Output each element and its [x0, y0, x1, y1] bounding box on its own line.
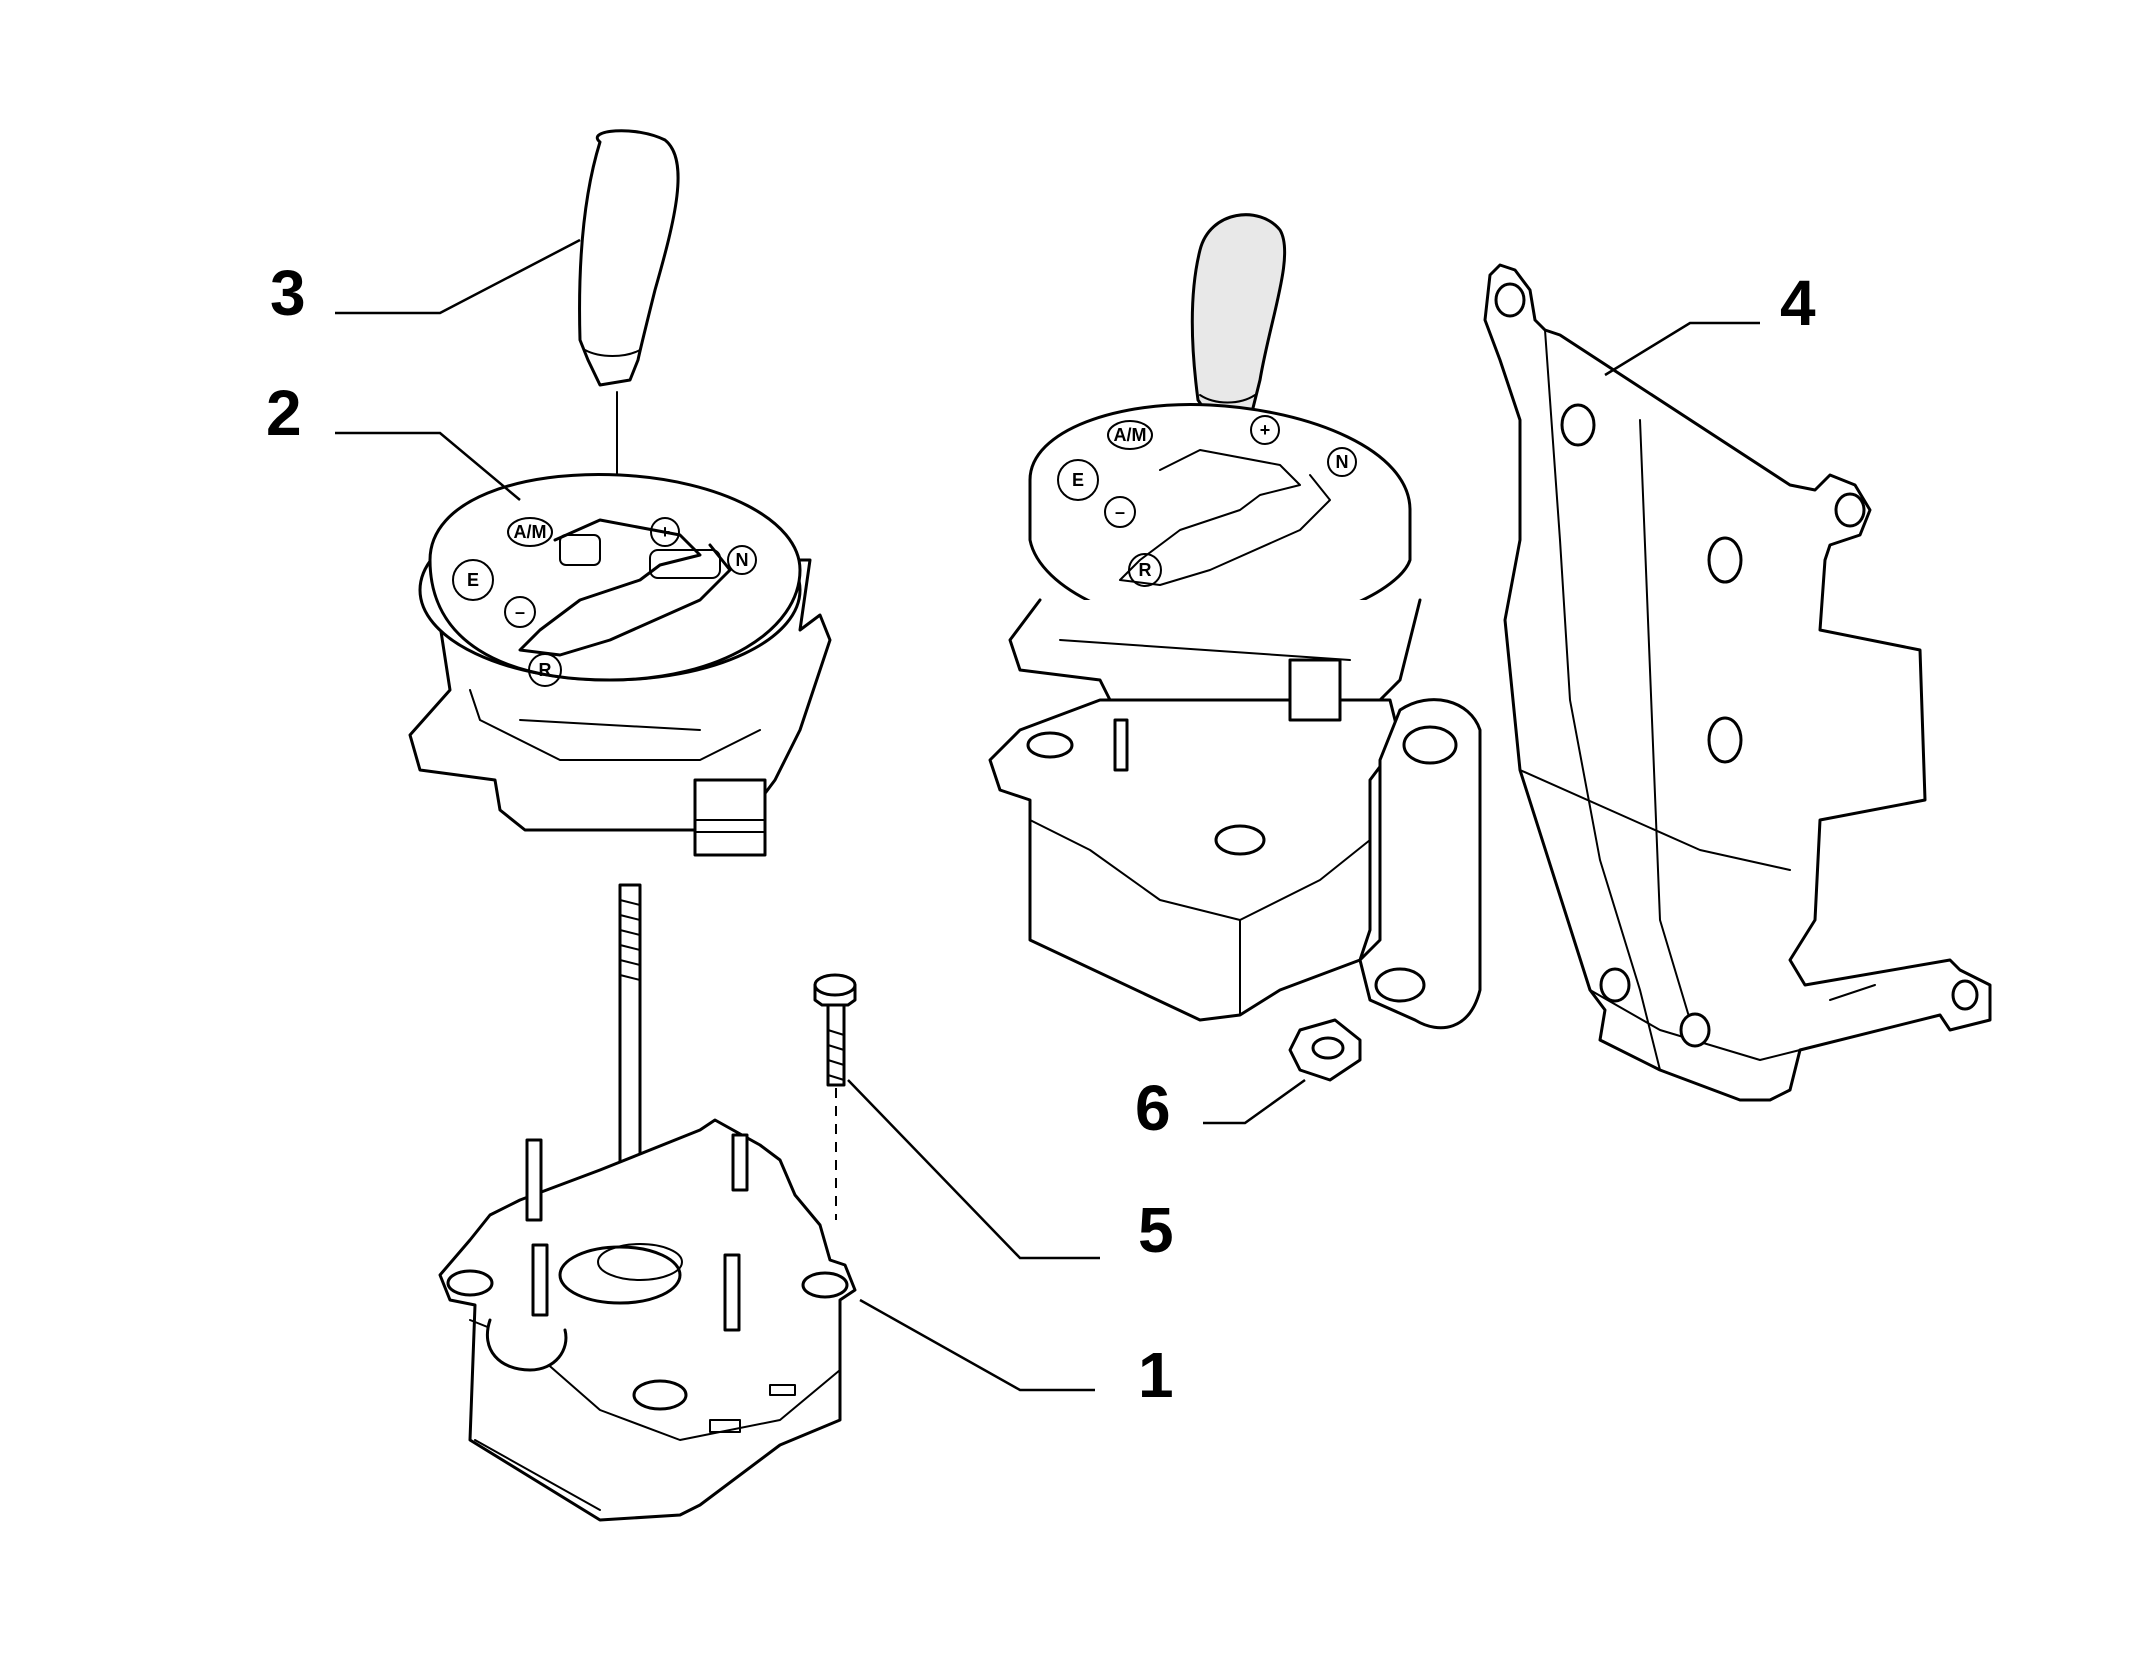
- assembled-gate-symbol-plus: +: [1250, 415, 1280, 445]
- leader-lines: [335, 238, 1760, 1392]
- svg-text:+: +: [660, 522, 671, 542]
- callout-3: 3: [270, 257, 306, 329]
- gate-symbol-minus: –: [504, 596, 536, 628]
- svg-text:R: R: [1139, 560, 1152, 580]
- gate-symbol-reverse: R: [528, 653, 562, 687]
- svg-text:N: N: [1336, 452, 1349, 472]
- leader-line-3: [335, 238, 581, 315]
- callout-2: 2: [266, 377, 302, 449]
- assembled-gate-symbol-economy: E: [1057, 459, 1099, 501]
- svg-text:–: –: [1115, 502, 1125, 522]
- assembled-shifter: A/M + E – N R: [988, 213, 1482, 1030]
- svg-text:E: E: [467, 570, 479, 590]
- leader-line-4: [1604, 321, 1760, 377]
- callout-5: 5: [1138, 1194, 1174, 1266]
- svg-text:A/M: A/M: [514, 522, 547, 542]
- nut-part-6: [1288, 1018, 1362, 1082]
- leader-line-5: [847, 1079, 1100, 1260]
- assembled-gate-symbol-reverse: R: [1128, 553, 1162, 587]
- callout-6: 6: [1135, 1072, 1171, 1144]
- gate-symbol-economy: E: [452, 559, 494, 601]
- assembled-gate-symbol-minus: –: [1104, 496, 1136, 528]
- svg-text:N: N: [736, 550, 749, 570]
- gate-symbol-am: A/M: [507, 517, 553, 547]
- svg-text:R: R: [539, 660, 552, 680]
- assembled-gate-symbol-am: A/M: [1107, 420, 1153, 450]
- gate-symbol-neutral: N: [727, 545, 757, 575]
- callout-4: 4: [1780, 267, 1816, 339]
- bracket-part-4: [1483, 263, 1992, 1102]
- lever-base-part-1: [438, 883, 857, 1522]
- gate-symbol-plus: +: [650, 517, 680, 547]
- callout-1: 1: [1138, 1339, 1174, 1411]
- leader-line-1: [859, 1298, 1095, 1392]
- svg-text:+: +: [1260, 420, 1271, 440]
- callout-labels: 3 2 4 6 5 1: [266, 257, 1816, 1411]
- gear-knob-part-3: [578, 129, 680, 521]
- svg-text:A/M: A/M: [1114, 425, 1147, 445]
- bolt-part-5: [813, 973, 857, 1220]
- leader-line-6: [1203, 1078, 1306, 1125]
- svg-text:E: E: [1072, 470, 1084, 490]
- assembled-gate-symbol-neutral: N: [1327, 447, 1357, 477]
- selector-gate-part-2: A/M + E – N R: [408, 472, 832, 857]
- leader-line-2: [335, 431, 521, 501]
- svg-text:–: –: [515, 602, 525, 622]
